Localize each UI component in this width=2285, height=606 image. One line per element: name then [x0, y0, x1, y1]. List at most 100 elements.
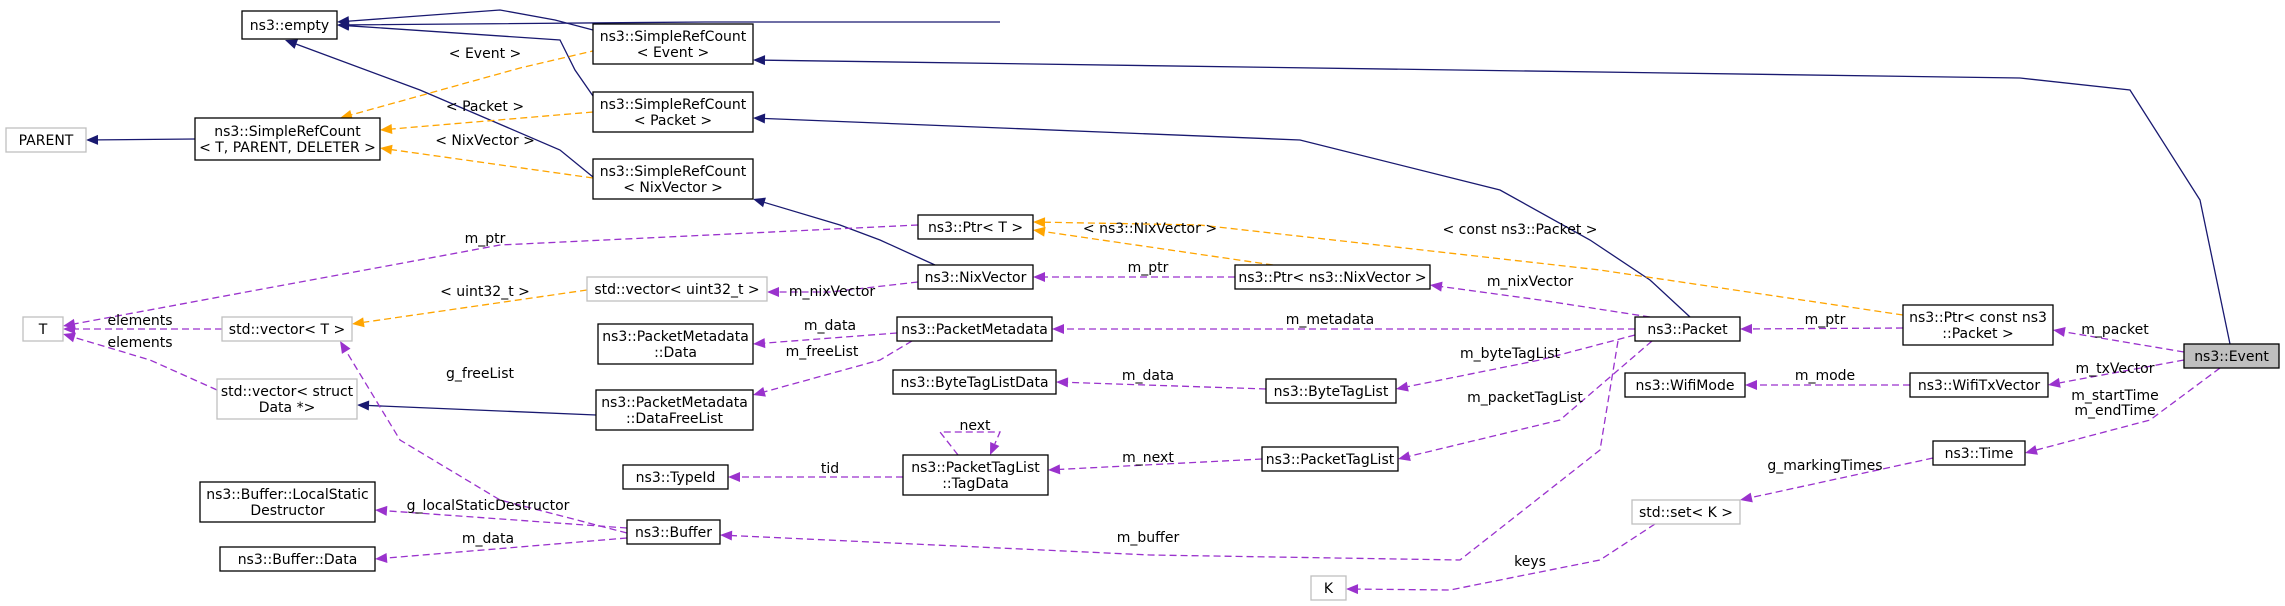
node-box [896, 316, 1053, 342]
node-box [1631, 499, 1741, 525]
edge-label-m_endtime: m_endTime [2074, 403, 2155, 419]
node-wifimode[interactable]: ns3::WifiMode [1624, 372, 1746, 398]
node-label: K [1324, 581, 1334, 597]
node-ptr-packet[interactable]: ns3::Ptr< const ns3::Packet > [1902, 304, 2054, 346]
edge-label-m_bytetaglist: m_byteTagList [1460, 346, 1561, 362]
node-box [892, 369, 1057, 395]
edge-usage-30 [1059, 458, 1263, 471]
edge-label-m_starttime: m_startTime [2071, 388, 2159, 404]
edge-template-12 [363, 289, 588, 323]
node-label: T [38, 322, 48, 338]
edge-usage-25 [1067, 381, 1267, 390]
node-ptr-nix[interactable]: ns3::Ptr< ns3::NixVector > [1234, 264, 1431, 290]
node-empty[interactable]: ns3::empty [241, 10, 338, 40]
node-vec-uint[interactable]: std::vector< uint32_t > [586, 276, 768, 302]
node-box [1310, 575, 1347, 601]
edge-label-m_txvector: m_txVector [2075, 361, 2154, 377]
node-label: ns3::Event [2194, 349, 2269, 365]
edge-arrowhead [1430, 281, 1443, 292]
edge-arrowhead [357, 400, 370, 411]
node-label: std::vector< struct [221, 384, 354, 400]
edge-label-keys: keys [1514, 554, 1546, 570]
node-pm-data[interactable]: ns3::PacketMetadata::Data [597, 323, 754, 365]
edge-usage-33 [731, 340, 1619, 561]
node-label: ns3::empty [250, 18, 329, 34]
edge-label-tmpl_packet: < Packet > [446, 99, 524, 115]
node-box [5, 127, 87, 153]
node-box [1902, 304, 2054, 346]
edge-usage-37 [2059, 359, 2185, 384]
node-label: Data *> [259, 400, 316, 416]
node-vec-t[interactable]: std::vector< T > [221, 316, 353, 342]
node-label: ns3::Packet [1647, 322, 1728, 338]
edge-label-m_mode: m_mode [1795, 368, 1855, 384]
node-src-event[interactable]: ns3::SimpleRefCount< Event > [592, 23, 754, 65]
node-box [902, 454, 1049, 496]
node-label: Destructor [250, 503, 325, 519]
node-label: std::vector< T > [229, 322, 345, 338]
node-buf-data[interactable]: ns3::Buffer::Data [219, 546, 376, 572]
node-nixvector[interactable]: ns3::NixVector [917, 264, 1034, 290]
edge-label-m_data_btl: m_data [1122, 368, 1174, 384]
edge-label-m_ptr_t: m_ptr [465, 231, 506, 247]
node-label: ns3::TypeId [636, 470, 716, 486]
node-ptr-t[interactable]: ns3::Ptr< T > [917, 214, 1034, 240]
node-src-packet[interactable]: ns3::SimpleRefCount< Packet > [592, 91, 754, 133]
node-pm-free[interactable]: ns3::PacketMetadata::DataFreeList [595, 389, 754, 431]
node-ptl[interactable]: ns3::PacketTagList [1261, 446, 1399, 472]
edge-arrowhead [753, 338, 766, 349]
node-label: < Event > [637, 45, 709, 61]
node-label: ns3::PacketTagList [1266, 452, 1395, 468]
edges [63, 9, 2231, 595]
edge-arrowhead [2048, 377, 2061, 388]
node-label: < Packet > [634, 113, 712, 129]
edge-arrowhead [753, 197, 766, 208]
node-typeid[interactable]: ns3::TypeId [622, 464, 729, 490]
edge-usage-26 [1407, 334, 1636, 388]
node-box [1909, 372, 2049, 398]
node-label: ::DataFreeList [626, 411, 724, 427]
edge-label-tmpl_event: < Event > [449, 46, 521, 62]
node-box [199, 481, 376, 523]
node-wifitx[interactable]: ns3::WifiTxVector [1909, 372, 2049, 398]
edge-label-tid: tid [821, 461, 839, 477]
edge-arrowhead [753, 55, 766, 66]
node-ptl-tag[interactable]: ns3::PacketTagList::TagData [902, 454, 1049, 496]
nodes: ns3::empty ns3::SimpleRefCount< Event >PA… [5, 10, 2280, 601]
node-label: ns3::PacketMetadata [602, 329, 749, 345]
node-buffer[interactable]: ns3::Buffer [626, 519, 721, 545]
node-event[interactable]: ns3::Event [2183, 343, 2280, 369]
node-btl-data[interactable]: ns3::ByteTagListData [892, 369, 1057, 395]
node-src-nix[interactable]: ns3::SimpleRefCount< NixVector > [592, 158, 754, 200]
edge-usage-24 [345, 350, 628, 534]
edge-arrowhead [63, 332, 76, 343]
node-box [586, 276, 768, 302]
node-box [917, 214, 1034, 240]
node-box [219, 546, 376, 572]
edge-arrowhead [1398, 451, 1411, 462]
edge-arrowhead [728, 472, 740, 482]
edge-arrowhead [63, 324, 75, 334]
node-set-k[interactable]: std::set< K > [1631, 499, 1741, 525]
edge-usage-18 [779, 281, 919, 293]
edge-arrowhead [2053, 327, 2066, 337]
node-src[interactable]: ns3::SimpleRefCount< T, PARENT, DELETER … [194, 117, 381, 161]
node-k[interactable]: K [1310, 575, 1347, 601]
node-time[interactable]: ns3::Time [1932, 440, 2026, 466]
edge-template-11 [391, 149, 594, 179]
edge-label-g_markingtimes: g_markingTimes [1767, 458, 1882, 474]
edge-inherit-8 [368, 404, 597, 416]
node-label: ns3::PacketMetadata [901, 322, 1048, 338]
node-pm[interactable]: ns3::PacketMetadata [896, 316, 1053, 342]
edge-arrowhead [1052, 324, 1064, 334]
node-box [22, 316, 64, 342]
edge-template-9 [351, 49, 598, 116]
node-parent[interactable]: PARENT [5, 127, 87, 153]
node-label: < T, PARENT, DELETER > [199, 140, 376, 156]
node-btl[interactable]: ns3::ByteTagList [1265, 378, 1397, 404]
node-t[interactable]: T [22, 316, 64, 342]
node-packet[interactable]: ns3::Packet [1634, 316, 1741, 342]
